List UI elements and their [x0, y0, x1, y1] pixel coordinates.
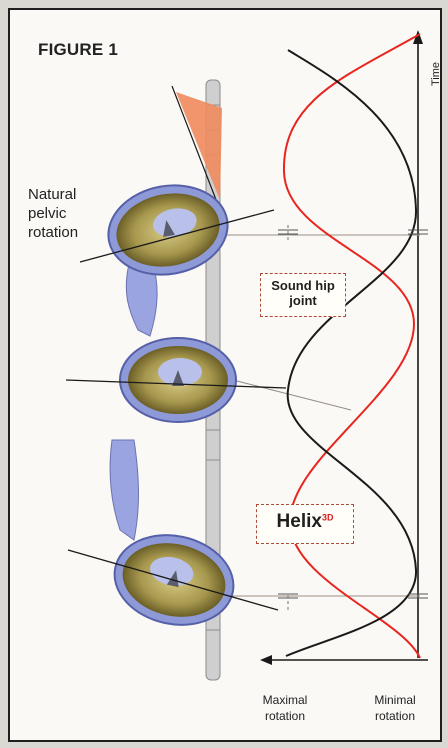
pelvis-cross-section-icon [101, 176, 242, 635]
helix-superscript: 3D [322, 513, 334, 523]
sound-hip-label-box: Sound hip joint [260, 273, 346, 317]
sound-hip-label-line2: joint [261, 293, 345, 308]
rotation-axis [260, 655, 428, 665]
natural-rotation-label-line2: pelvic [28, 205, 66, 222]
natural-rotation-label-line3: rotation [28, 224, 78, 241]
maximal-rotation-label-line1: Maximal [240, 693, 330, 707]
figure-drawing [10, 10, 444, 744]
figure-panel: FIGURE 1 Time Natural pelvic rotation So… [8, 8, 442, 742]
minimal-rotation-label-line2: rotation [350, 709, 440, 723]
black-rotation-curve [286, 50, 416, 656]
maximal-rotation-label-line2: rotation [240, 709, 330, 723]
sound-hip-label-line1: Sound hip [261, 278, 345, 293]
time-axis [413, 30, 423, 658]
figure-title: FIGURE 1 [38, 40, 118, 60]
natural-rotation-label-line1: Natural [28, 186, 76, 203]
helix-label: Helix [277, 511, 322, 532]
time-axis-label: Time [430, 62, 442, 86]
rotation-wedge-icon [176, 92, 222, 200]
helix-label-box: Helix3D [256, 504, 354, 544]
minimal-rotation-label-line1: Minimal [350, 693, 440, 707]
